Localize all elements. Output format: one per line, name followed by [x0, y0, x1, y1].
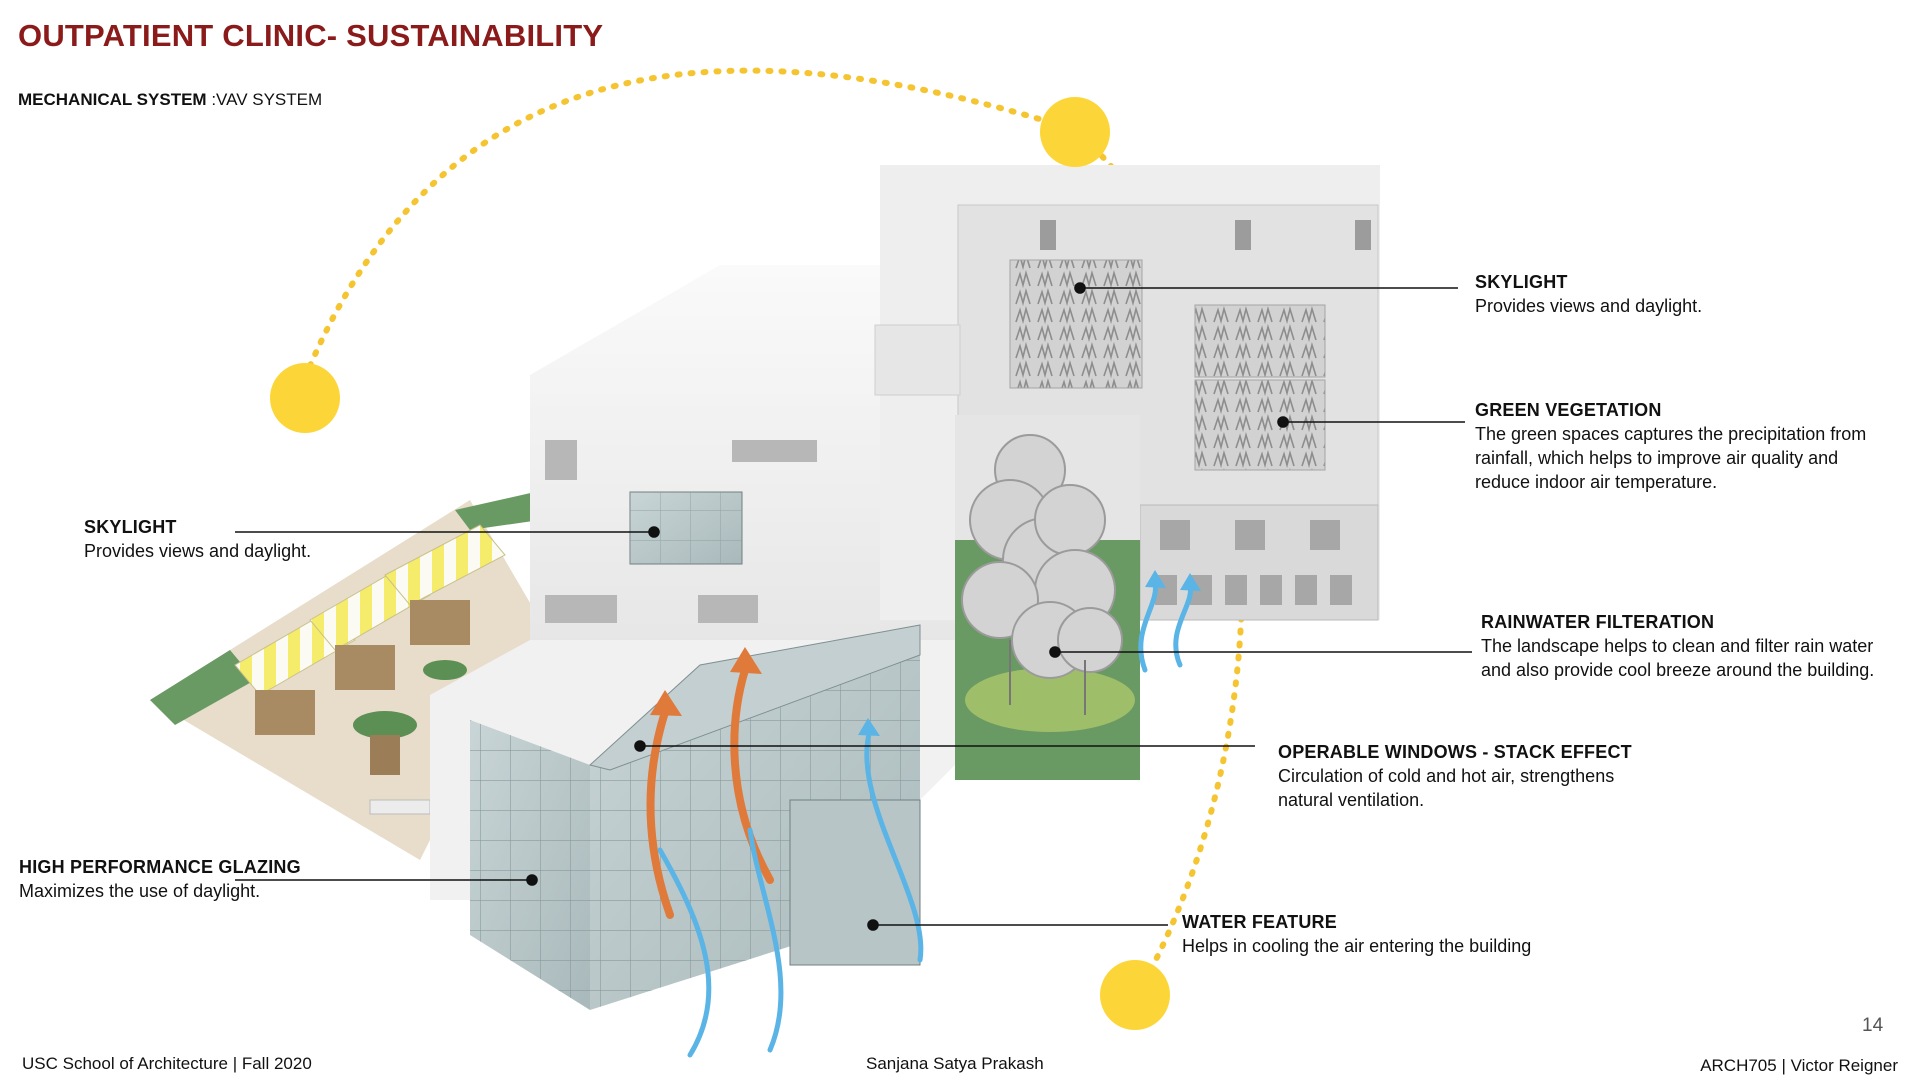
green-roof-2 [1194, 379, 1326, 471]
callout-glazing: HIGH PERFORMANCE GLAZING Maximizes the u… [19, 855, 301, 903]
skylight-planter-right [1009, 259, 1143, 389]
cold-air-arrows [657, 579, 1194, 1058]
plaza-grass [150, 650, 255, 725]
callout-heading: SKYLIGHT [1475, 272, 1568, 292]
callout-desc: The landscape helps to clean and filter … [1481, 636, 1875, 680]
footer-right: ARCH705 | Victor Reigner [1700, 1056, 1898, 1075]
callout-heading: RAINWATER FILTERATION [1481, 612, 1715, 632]
page-title: OUTPATIENT CLINIC- SUSTAINABILITY [18, 18, 604, 53]
callout-desc: Maximizes the use of daylight. [19, 881, 261, 901]
cold-air-arrowhead-3 [1180, 573, 1201, 591]
callout-water-feature: WATER FEATURE Helps in cooling the air e… [1182, 910, 1531, 958]
subtitle-label: MECHANICAL SYSTEM [18, 90, 207, 109]
plaza-grass-2 [455, 492, 540, 530]
roof-window-2 [732, 440, 817, 462]
callout-operable-windows: OPERABLE WINDOWS - STACK EFFECT Circulat… [1278, 740, 1632, 812]
callout-desc: Provides views and daylight. [1475, 296, 1703, 316]
hot-air-arrowhead-2 [730, 647, 762, 674]
footer-center: Sanjana Satya Prakash [866, 1054, 1044, 1073]
leader-lines [235, 282, 1472, 931]
subtitle-value: :VAV SYSTEM [206, 90, 323, 109]
page-number: 14 [1862, 1015, 1884, 1036]
atrium-stair [789, 799, 921, 966]
courtyard-trees [961, 434, 1123, 715]
roof-window-4 [698, 595, 758, 623]
callout-rainwater: RAINWATER FILTERATION The landscape help… [1481, 610, 1874, 682]
callout-desc: Helps in cooling the air entering the bu… [1182, 936, 1532, 956]
callout-skylight-left: SKYLIGHT Provides views and daylight. [84, 515, 311, 563]
callout-desc: Provides views and daylight. [84, 541, 312, 561]
callout-heading: SKYLIGHT [84, 517, 177, 537]
footer-left: USC School of Architecture | Fall 2020 [22, 1054, 312, 1073]
hot-air-arrowhead-1 [650, 690, 682, 716]
cold-air-arrowhead-2 [1145, 570, 1166, 588]
atrium-roof [588, 624, 921, 771]
callout-desc: The green spaces captures the precipitat… [1475, 424, 1867, 492]
callout-heading: OPERABLE WINDOWS - STACK EFFECT [1278, 742, 1632, 762]
market-stalls [234, 524, 506, 815]
callout-heading: HIGH PERFORMANCE GLAZING [19, 857, 301, 877]
callout-desc: Circulation of cold and hot air, strengt… [1278, 766, 1615, 810]
sun-morning [270, 363, 340, 433]
cold-air-arrowhead-1 [858, 718, 880, 736]
roof-window-3 [545, 595, 617, 623]
roof-window-1 [545, 440, 577, 480]
sun-evening [1100, 960, 1170, 1030]
page-subtitle: MECHANICAL SYSTEM :VAV SYSTEM [18, 90, 322, 110]
green-roof-1 [1194, 304, 1326, 378]
courtyard-mound [965, 668, 1135, 732]
callout-skylight-right: SKYLIGHT Provides views and daylight. [1475, 270, 1702, 318]
callout-heading: GREEN VEGETATION [1475, 400, 1662, 420]
callout-heading: WATER FEATURE [1182, 912, 1337, 932]
callout-green-vegetation: GREEN VEGETATION The green spaces captur… [1475, 398, 1866, 494]
sun-noon [1040, 97, 1110, 167]
